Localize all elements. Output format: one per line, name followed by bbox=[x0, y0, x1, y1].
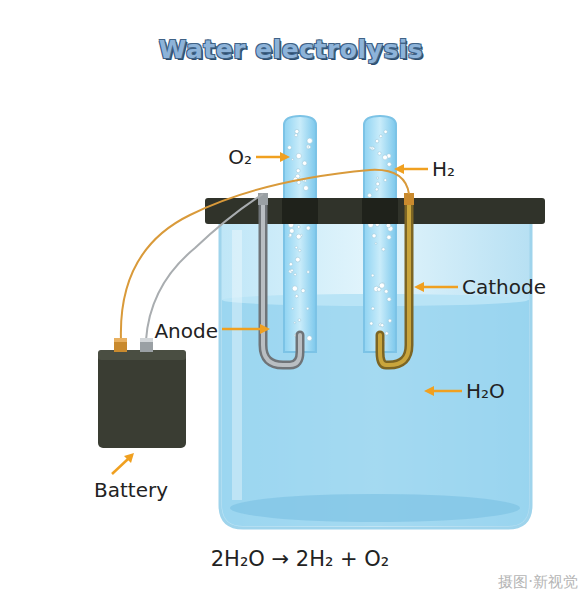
gas-label: H₂ bbox=[432, 157, 455, 181]
watermark: 摄图·新视觉 bbox=[498, 573, 578, 591]
beaker-lid bbox=[205, 198, 545, 224]
part-label: Cathode bbox=[462, 275, 546, 299]
gas-label: O₂ bbox=[228, 145, 252, 169]
cathode-electrode bbox=[380, 200, 409, 365]
part-label: Battery bbox=[94, 478, 168, 502]
part-label: Anode bbox=[154, 319, 218, 343]
battery bbox=[98, 338, 186, 448]
anode-electrode bbox=[263, 200, 300, 365]
test-tubes bbox=[284, 116, 396, 352]
wire-cathode bbox=[121, 170, 409, 340]
reaction-equation: 2H₂O → 2H₂ + O₂ bbox=[211, 547, 390, 572]
wire-anode bbox=[146, 194, 263, 340]
part-label: H₂O bbox=[466, 379, 505, 403]
diagram-title: Water electrolysis bbox=[159, 35, 423, 65]
leader-arrows bbox=[112, 152, 462, 474]
